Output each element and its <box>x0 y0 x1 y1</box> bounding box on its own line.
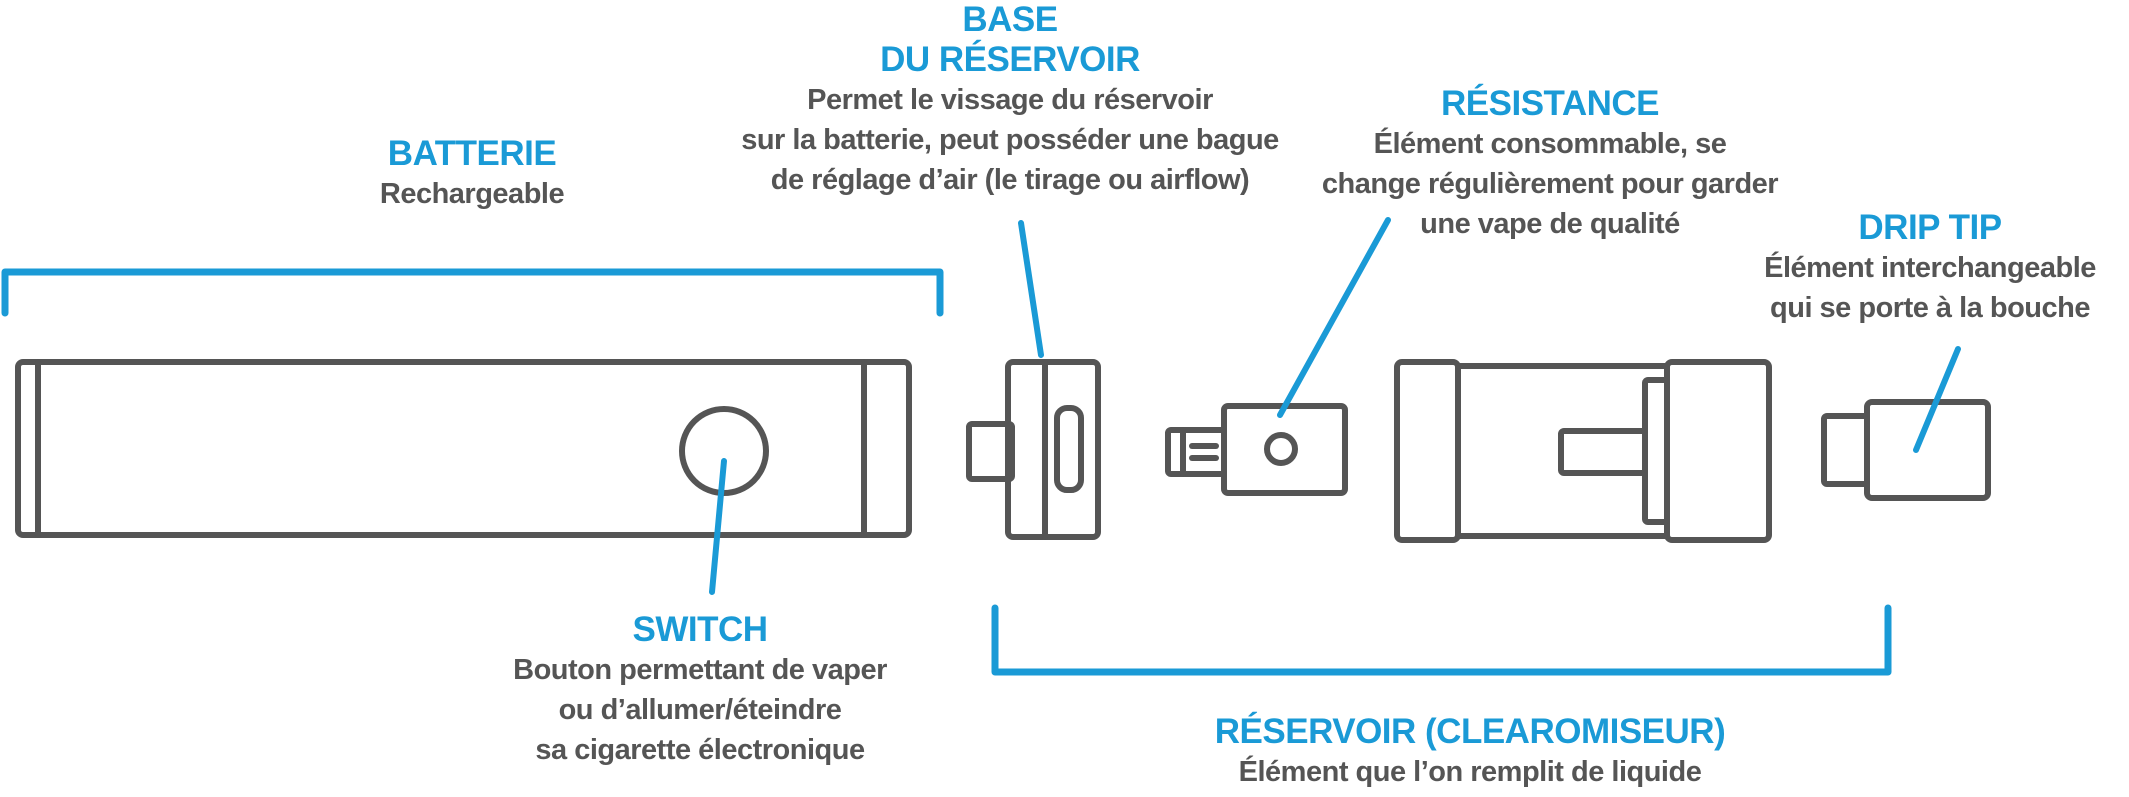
base-label: BASE DU RÉSERVOIR Permet le vissage du r… <box>710 0 1310 200</box>
resistance-shape <box>1165 403 1348 496</box>
base-desc-line1: Permet le vissage du réservoir <box>807 84 1213 116</box>
resistance-desc-line1: Élément consommable, se <box>1373 128 1727 160</box>
tank-shape <box>1394 359 1772 543</box>
drip-tip-title: DRIP TIP <box>1858 208 2002 247</box>
switch-desc-line3: sa cigarette électronique <box>535 734 865 766</box>
switch-desc-line1: Bouton permettant de vaper <box>513 654 887 686</box>
switch-pointer <box>709 458 727 595</box>
drip-tip-label: DRIP TIP Élément interchangeable qui se … <box>1760 208 2100 328</box>
battery-shape <box>15 359 912 538</box>
reservoir-label: RÉSERVOIR (CLEAROMISEUR) Élément que l’o… <box>1160 712 1780 792</box>
reservoir-title: RÉSERVOIR (CLEAROMISEUR) <box>1214 712 1726 751</box>
drip-tip-desc-line2: qui se porte à la bouche <box>1770 292 2090 324</box>
drip-tip-desc-line1: Élément interchangeable <box>1764 252 2096 284</box>
batterie-desc: Rechargeable <box>379 178 565 210</box>
drip-tip-pointer <box>1913 346 1961 453</box>
base-desc-line2: sur la batterie, peut posséder une bague <box>741 124 1279 156</box>
base-pointer <box>1018 220 1044 358</box>
batterie-title: BATTERIE <box>387 134 557 173</box>
switch-title: SWITCH <box>632 610 768 649</box>
switch-label: SWITCH Bouton permettant de vaper ou d’a… <box>470 610 930 770</box>
resistance-label: RÉSISTANCE Élément consommable, se chang… <box>1290 84 1810 244</box>
base-title-line2: DU RÉSERVOIR <box>880 40 1140 79</box>
batterie-label: BATTERIE Rechargeable <box>277 134 667 214</box>
resistance-desc-line2: change régulièrement pour garder <box>1321 168 1779 200</box>
resistance-desc-line3: une vape de qualité <box>1420 208 1680 240</box>
reservoir-bracket <box>991 604 1892 676</box>
base-title-line1: BASE <box>962 0 1058 39</box>
base-desc-line3: de réglage d’air (le tirage ou airflow) <box>770 164 1250 196</box>
resistance-pointer <box>1277 217 1391 418</box>
switch-desc-line2: ou d’allumer/éteindre <box>558 694 842 726</box>
reservoir-desc: Élément que l’on remplit de liquide <box>1238 756 1702 788</box>
resistance-title: RÉSISTANCE <box>1441 84 1660 123</box>
batterie-bracket <box>1 268 944 317</box>
drip-tip-shape <box>1821 399 1991 501</box>
reservoir-base-shape <box>966 359 1101 540</box>
